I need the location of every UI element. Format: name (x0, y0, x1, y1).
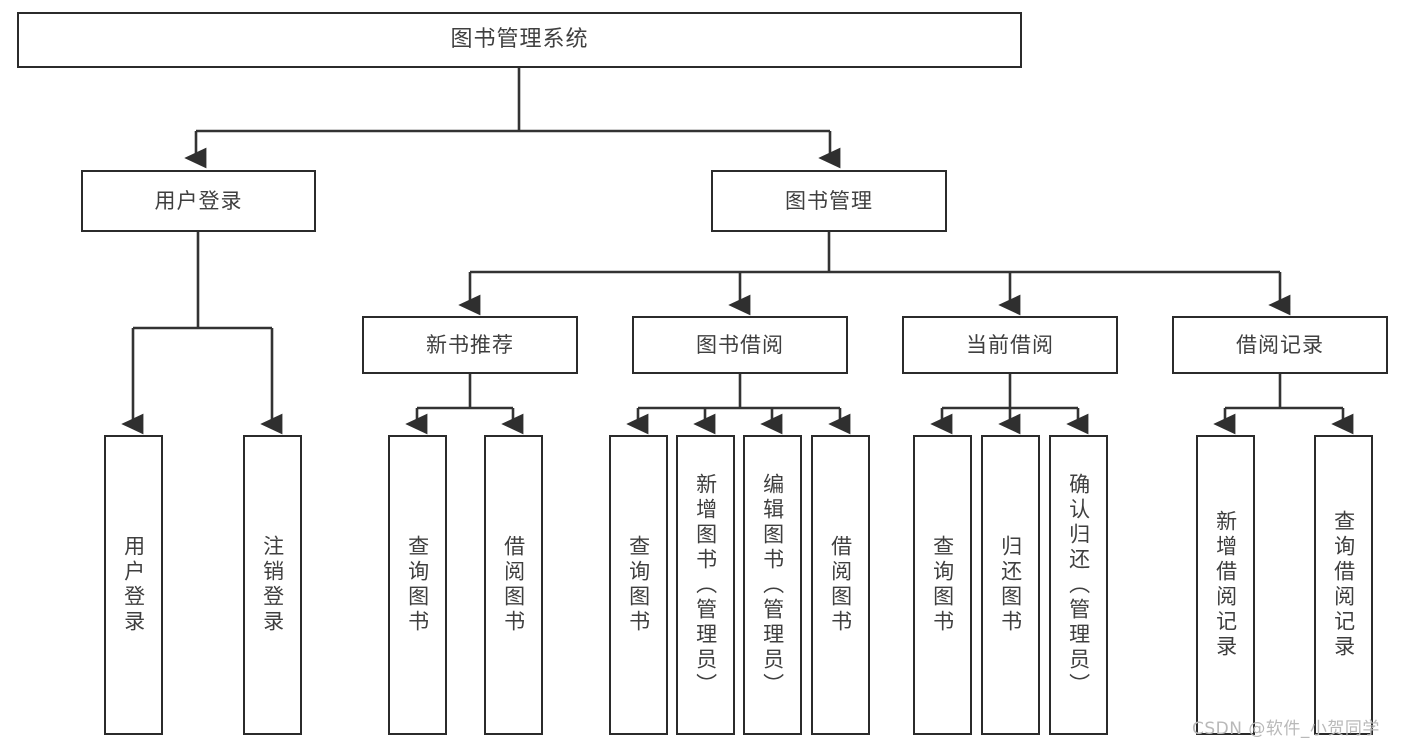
node-label: 借阅图书 (501, 535, 526, 635)
leaf-user-login-logout[interactable]: 注销登录 (243, 435, 302, 735)
node-label: 查询图书 (930, 535, 955, 635)
leaf-user-login-login[interactable]: 用户登录 (104, 435, 163, 735)
node-label: 查询借阅记录 (1331, 510, 1356, 660)
leaf-book-borrow-query-book[interactable]: 查询图书 (609, 435, 668, 735)
node-label: 确认归还（管理员） (1066, 472, 1091, 698)
leaf-borrow-record-query-record[interactable]: 查询借阅记录 (1314, 435, 1373, 735)
node-label: 新增图书（管理员） (693, 472, 718, 698)
node-label: 查询图书 (626, 535, 651, 635)
node-current-borrow[interactable]: 当前借阅 (902, 316, 1118, 374)
node-label: 新书推荐 (426, 332, 514, 357)
node-new-book-recommend[interactable]: 新书推荐 (362, 316, 578, 374)
leaf-current-borrow-confirm-return-admin[interactable]: 确认归还（管理员） (1049, 435, 1108, 735)
leaf-new-book-query-book[interactable]: 查询图书 (388, 435, 447, 735)
node-label: 借阅记录 (1236, 332, 1324, 357)
node-label: 归还图书 (998, 535, 1023, 635)
node-label: 当前借阅 (966, 332, 1054, 357)
node-borrow-record[interactable]: 借阅记录 (1172, 316, 1388, 374)
node-user-login[interactable]: 用户登录 (81, 170, 316, 232)
node-label: 借阅图书 (828, 535, 853, 635)
node-label: 用户登录 (154, 188, 243, 213)
node-label: 图书借阅 (696, 332, 784, 357)
leaf-new-book-borrow-book[interactable]: 借阅图书 (484, 435, 543, 735)
leaf-current-borrow-return-book[interactable]: 归还图书 (981, 435, 1040, 735)
leaf-current-borrow-query-book[interactable]: 查询图书 (913, 435, 972, 735)
leaf-book-borrow-edit-book-admin[interactable]: 编辑图书（管理员） (743, 435, 802, 735)
leaf-book-borrow-borrow-book[interactable]: 借阅图书 (811, 435, 870, 735)
node-label: 用户登录 (121, 535, 146, 635)
leaf-borrow-record-add-record[interactable]: 新增借阅记录 (1196, 435, 1255, 735)
leaf-book-borrow-add-book-admin[interactable]: 新增图书（管理员） (676, 435, 735, 735)
node-label: 图书管理 (785, 188, 873, 213)
node-label: 新增借阅记录 (1213, 510, 1238, 660)
node-book-borrow[interactable]: 图书借阅 (632, 316, 848, 374)
node-book-management-system[interactable]: 图书管理系统 (17, 12, 1022, 68)
node-label: 查询图书 (405, 535, 430, 635)
node-label: 注销登录 (260, 535, 285, 635)
watermark: CSDN @软件_小贺同学 (1192, 719, 1380, 739)
node-label: 图书管理系统 (450, 27, 589, 53)
node-label: 编辑图书（管理员） (760, 472, 785, 698)
node-book-management[interactable]: 图书管理 (711, 170, 947, 232)
